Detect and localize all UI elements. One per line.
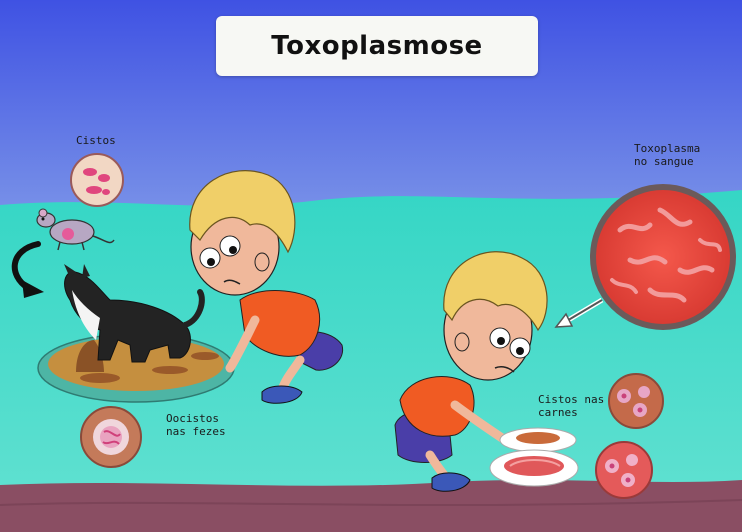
label-toxoplasma-line2: no sangue bbox=[634, 155, 700, 168]
label-cistos: Cistos bbox=[76, 134, 116, 147]
page-title: Toxoplasmose bbox=[271, 31, 482, 61]
cistos-circle bbox=[71, 154, 123, 206]
label-cistos-carnes-line2: carnes bbox=[538, 406, 604, 419]
label-toxoplasma: Toxoplasma no sangue bbox=[634, 142, 700, 168]
label-oocistos-line1: Oocistos bbox=[166, 412, 226, 425]
meat-plates bbox=[490, 428, 578, 486]
meat-cyst-circle-1 bbox=[609, 374, 663, 428]
label-oocistos: Oocistos nas fezes bbox=[166, 412, 226, 438]
label-cistos-carnes-line1: Cistos nas bbox=[538, 393, 604, 406]
label-cistos-carnes: Cistos nas carnes bbox=[538, 393, 604, 419]
label-toxoplasma-line1: Toxoplasma bbox=[634, 142, 700, 155]
label-oocistos-line2: nas fezes bbox=[166, 425, 226, 438]
meat-cyst-circle-2 bbox=[596, 442, 652, 498]
oocistos-circle bbox=[81, 407, 141, 467]
title-banner: Toxoplasmose bbox=[216, 16, 538, 76]
blood-circle bbox=[593, 187, 733, 327]
